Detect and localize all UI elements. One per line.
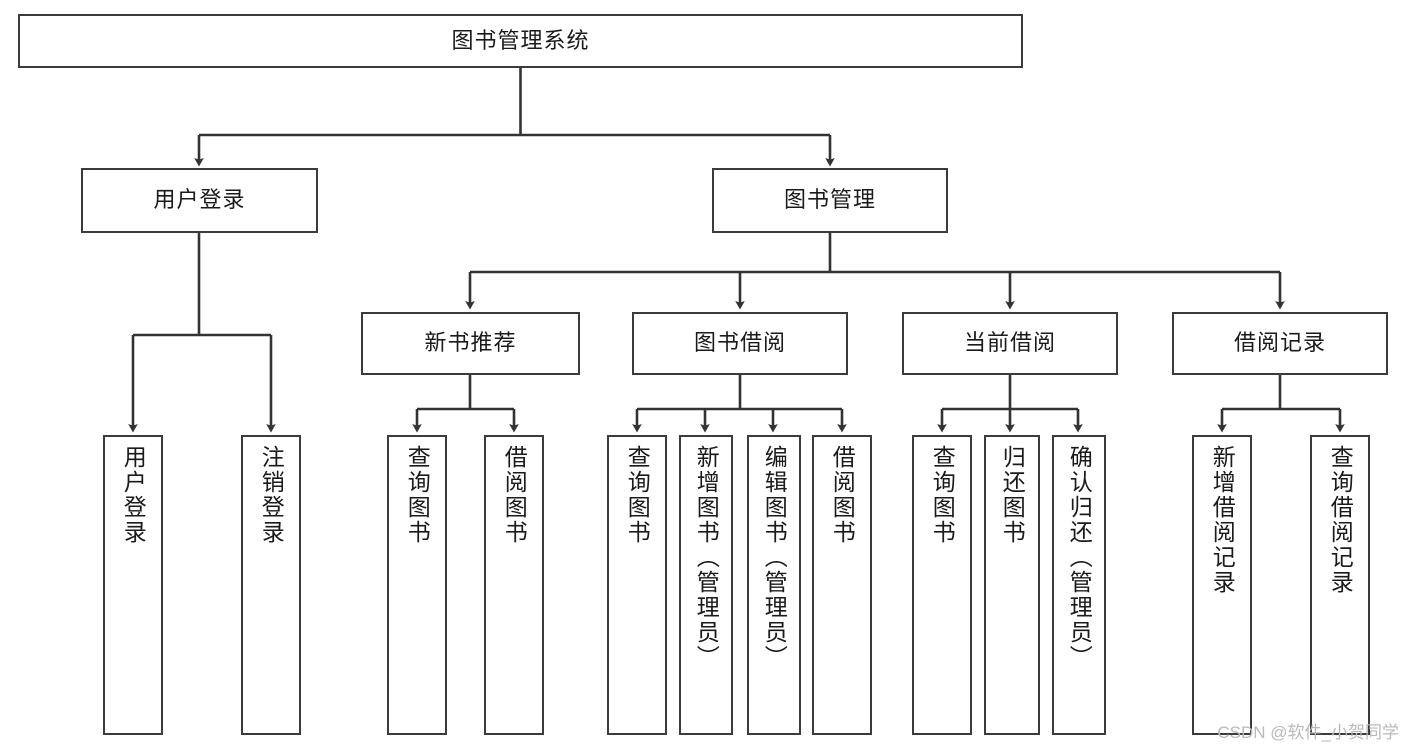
node-user-login-label: 用户登录 xyxy=(153,187,246,213)
node-leaf-borrow-book-recommend[interactable]: 借阅图书 xyxy=(484,435,544,735)
node-leaf-edit-book-admin-label: 编辑图书（管理员） xyxy=(761,445,788,670)
node-leaf-user-login-label: 用户登录 xyxy=(120,445,147,545)
node-leaf-return-book[interactable]: 归还图书 xyxy=(984,435,1040,735)
node-leaf-edit-book-admin[interactable]: 编辑图书（管理员） xyxy=(747,435,801,735)
node-new-book-recommend[interactable]: 新书推荐 xyxy=(361,312,580,375)
node-leaf-query-book-borrow-label: 查询图书 xyxy=(624,445,651,545)
node-leaf-borrow-book-label: 借阅图书 xyxy=(829,445,856,545)
node-leaf-confirm-return-admin[interactable]: 确认归还（管理员） xyxy=(1052,435,1106,735)
node-root-system[interactable]: 图书管理系统 xyxy=(18,14,1023,68)
node-leaf-logout[interactable]: 注销登录 xyxy=(241,435,301,735)
node-leaf-return-book-label: 归还图书 xyxy=(999,445,1026,545)
node-book-management-label: 图书管理 xyxy=(783,187,876,213)
node-borrow-record-label: 借阅记录 xyxy=(1233,330,1326,356)
node-leaf-borrow-book[interactable]: 借阅图书 xyxy=(812,435,872,735)
node-leaf-query-borrow-record-label: 查询借阅记录 xyxy=(1327,445,1354,595)
node-leaf-query-book-borrow[interactable]: 查询图书 xyxy=(607,435,667,735)
node-leaf-query-book-recommend[interactable]: 查询图书 xyxy=(387,435,447,735)
node-leaf-query-book-recommend-label: 查询图书 xyxy=(404,445,431,545)
node-user-login[interactable]: 用户登录 xyxy=(81,168,318,233)
node-book-management[interactable]: 图书管理 xyxy=(712,168,948,233)
node-book-borrow-label: 图书借阅 xyxy=(693,330,786,356)
node-leaf-query-borrow-record[interactable]: 查询借阅记录 xyxy=(1310,435,1370,735)
node-leaf-add-borrow-record-label: 新增借阅记录 xyxy=(1209,445,1236,595)
node-leaf-borrow-book-recommend-label: 借阅图书 xyxy=(501,445,528,545)
node-leaf-add-book-admin-label: 新增图书（管理员） xyxy=(693,445,720,670)
node-leaf-logout-label: 注销登录 xyxy=(258,445,285,545)
node-leaf-query-book-current-label: 查询图书 xyxy=(929,445,956,545)
node-leaf-user-login[interactable]: 用户登录 xyxy=(103,435,163,735)
node-leaf-add-borrow-record[interactable]: 新增借阅记录 xyxy=(1192,435,1252,735)
node-current-borrow-label: 当前借阅 xyxy=(963,330,1056,356)
node-borrow-record[interactable]: 借阅记录 xyxy=(1172,312,1388,375)
node-book-borrow[interactable]: 图书借阅 xyxy=(632,312,848,375)
node-current-borrow[interactable]: 当前借阅 xyxy=(902,312,1118,375)
node-root-system-label: 图书管理系统 xyxy=(451,27,590,53)
csdn-watermark: CSDN @软件_小贺同学 xyxy=(1217,723,1399,742)
node-new-book-recommend-label: 新书推荐 xyxy=(424,330,517,356)
node-leaf-query-book-current[interactable]: 查询图书 xyxy=(912,435,972,735)
node-leaf-add-book-admin[interactable]: 新增图书（管理员） xyxy=(679,435,733,735)
node-leaf-confirm-return-admin-label: 确认归还（管理员） xyxy=(1066,445,1093,670)
